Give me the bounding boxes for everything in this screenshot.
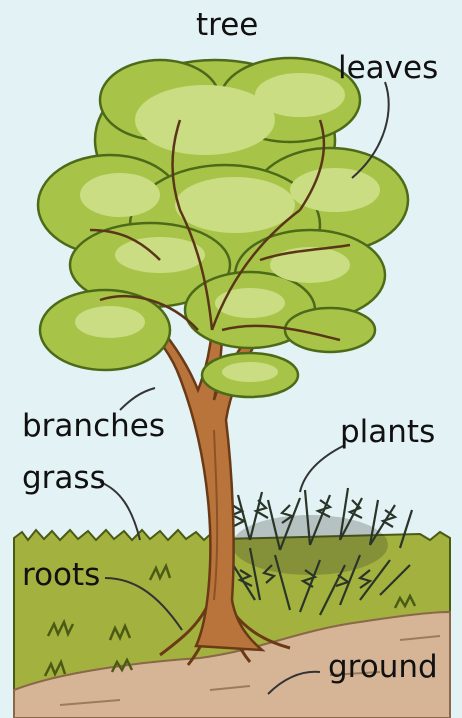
label-plants: plants (340, 417, 435, 448)
label-branches: branches (22, 411, 165, 442)
label-ground: ground (328, 652, 438, 683)
plants-shadow (232, 515, 388, 575)
label-leaves: leaves (338, 53, 438, 84)
label-tree: tree (196, 10, 258, 41)
label-grass: grass (22, 463, 106, 494)
label-roots: roots (22, 560, 100, 591)
